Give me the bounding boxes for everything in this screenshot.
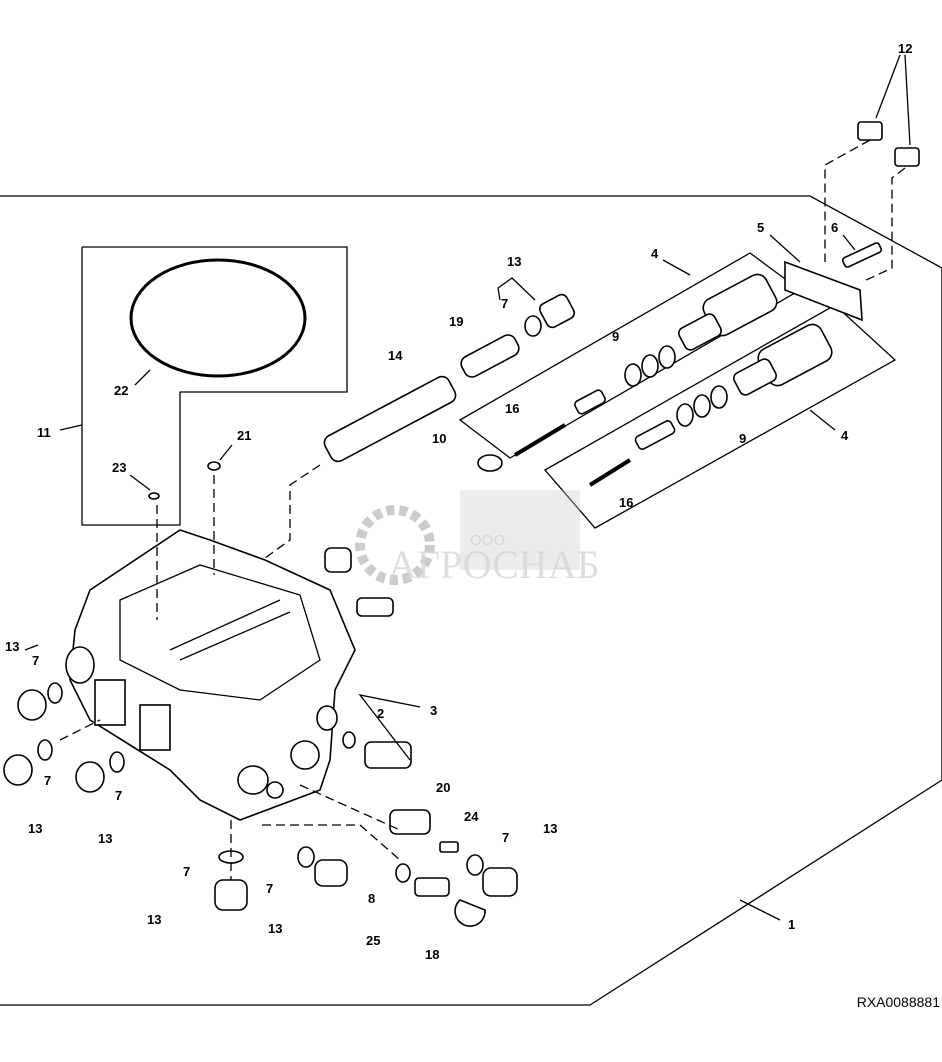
watermark-name: АГРОСНАБ [388,542,600,587]
valve-face [119,564,321,701]
callout-16: 16 [505,401,519,416]
o-ring-21 [207,461,221,471]
callout-18: 18 [425,947,439,962]
callout-16b: 16 [619,495,633,510]
o-rings-9 [624,345,728,427]
callout-7f: 7 [183,864,190,879]
callout-14: 14 [388,348,403,363]
o-ring-22 [129,258,307,378]
pin-16-upper [513,423,567,457]
callout-24: 24 [464,809,479,824]
solenoid-lower [733,323,833,396]
callout-5: 5 [757,220,764,235]
callout-13b: 13 [5,639,19,654]
callout-6: 6 [831,220,838,235]
spool-upper [574,389,606,415]
callout-13f: 13 [147,912,161,927]
spring-19 [460,334,520,378]
callout-22: 22 [114,383,128,398]
solenoid-box-lower [543,304,897,529]
connector-12a [857,121,883,141]
figure-id: RXA0088881 [857,994,941,1010]
solenoid-upper [678,273,778,351]
plug-13-top [538,293,576,329]
callout-2: 2 [377,706,384,721]
callout-9b: 9 [739,431,746,446]
bolt-6 [841,242,883,268]
callout-4b: 4 [841,428,849,443]
valve-body [69,529,356,821]
callout-25: 25 [366,933,380,948]
spool-lower [634,420,676,450]
callout-23: 23 [112,460,126,475]
callout-19: 19 [449,314,463,329]
o-ring-23 [148,492,160,500]
callout-1: 1 [788,917,795,932]
check-cartridge [356,597,394,617]
callout-13c: 13 [28,821,42,836]
plug-cartridge [324,547,352,573]
assembly-frame [0,195,942,1006]
callout-8: 8 [368,891,375,906]
callout-13e: 13 [543,821,557,836]
callout-13: 13 [507,254,521,269]
leader-lines [24,54,911,921]
callout-10: 10 [432,431,446,446]
callout-11: 11 [37,425,51,440]
callout-21: 21 [237,428,251,443]
o-ring-7-top [524,315,542,337]
callout-3: 3 [430,703,437,718]
pin-16-lower [588,458,632,487]
plugs-left [3,682,125,793]
callout-4: 4 [651,246,659,261]
kit-box [81,246,348,526]
callout-7c: 7 [44,773,51,788]
callout-20: 20 [436,780,450,795]
spool-14 [323,375,457,463]
spring-10 [477,454,503,472]
callout-labels: 12 5 6 4 13 7 19 9 14 22 16 4 9 11 21 10… [5,41,912,962]
callout-13d: 13 [98,831,112,846]
callout-7: 7 [501,296,508,311]
callout-7g: 7 [266,881,273,896]
callout-7d: 7 [115,788,122,803]
watermark-prefix: ООО [470,532,505,549]
callout-7e: 7 [502,830,509,845]
callout-7b: 7 [32,653,39,668]
bottom-parts [214,731,518,927]
callout-13g: 13 [268,921,282,936]
watermark-logo: ООО АГРОСНАБ [355,490,600,587]
callout-9: 9 [612,329,619,344]
connector-12b [894,147,920,167]
callout-12: 12 [898,41,912,56]
bracket-5 [784,260,863,322]
